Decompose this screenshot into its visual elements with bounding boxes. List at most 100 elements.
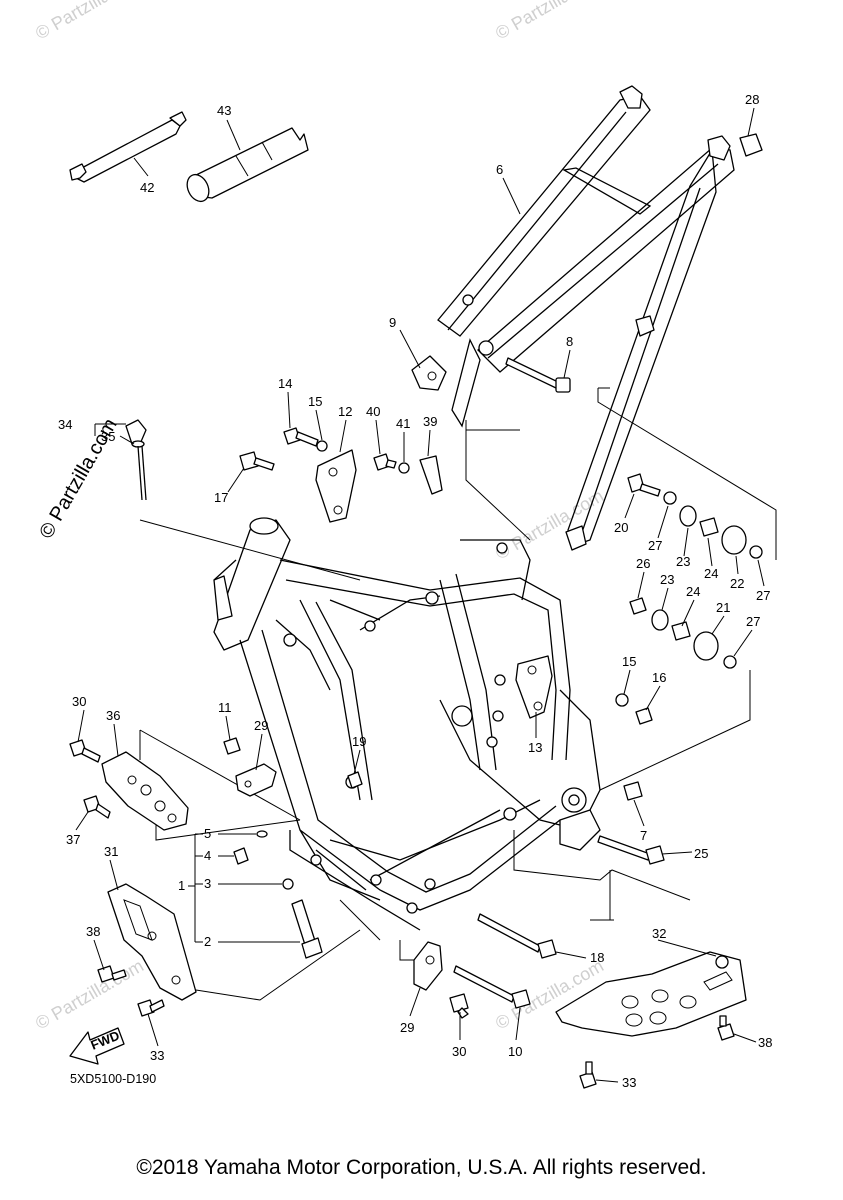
washer-15 [316, 440, 328, 452]
bracket-12 [315, 449, 357, 523]
clip-9 [411, 355, 447, 391]
bolt-25 [597, 835, 665, 865]
callout-2: 2 [204, 934, 211, 949]
callout-30a: 30 [72, 694, 86, 709]
nut-11 [223, 737, 241, 755]
callout-24b: 24 [686, 584, 700, 599]
callout-3: 3 [204, 876, 211, 891]
bolt-8 [505, 357, 571, 393]
copyright-footer: ©2018 Yamaha Motor Corporation, U.S.A. A… [136, 1156, 707, 1179]
faint-watermark: © Partzilla.com [492, 485, 607, 563]
callout-15b: 15 [622, 654, 636, 669]
guard-plate-31 [107, 883, 197, 1001]
damper-21 [693, 631, 719, 661]
bolt-40 [373, 453, 397, 471]
bolt-4 [233, 847, 249, 865]
callout-7: 7 [640, 828, 647, 843]
callout-21: 21 [716, 600, 730, 615]
callout-29a: 29 [254, 718, 268, 733]
callout-5: 5 [204, 826, 211, 841]
callout-36: 36 [106, 708, 120, 723]
callout-41: 41 [396, 416, 410, 431]
wrench-42 [69, 111, 187, 183]
bracket-13 [515, 655, 553, 719]
bolt-38a [97, 965, 127, 983]
faint-watermark: © Partzilla.com [32, 955, 147, 1033]
callout-42: 42 [140, 180, 154, 195]
callout-25: 25 [694, 846, 708, 861]
rear-subframe-6 [437, 85, 735, 551]
callout-22: 22 [730, 576, 744, 591]
bolt-7 [623, 781, 643, 801]
fwd-arrow-icon: FWD [69, 1027, 125, 1065]
bolt-37 [83, 795, 111, 819]
callout-40: 40 [366, 404, 380, 419]
cap-28 [739, 133, 763, 157]
bolt-17 [239, 451, 275, 471]
callout-35: 35 [101, 429, 115, 444]
callout-18: 18 [590, 950, 604, 965]
washer-15b [615, 693, 629, 707]
callouts: 43 42 6 28 9 8 14 15 12 40 41 39 17 34 3… [58, 92, 772, 1090]
callout-1: 1 [178, 878, 185, 893]
callout-29b: 29 [400, 1020, 414, 1035]
bracket-39 [419, 455, 443, 495]
main-frame [213, 517, 601, 931]
callout-33b: 33 [622, 1075, 636, 1090]
bracket-29a [235, 763, 277, 797]
bolt-30b [449, 993, 469, 1019]
callout-30b: 30 [452, 1044, 466, 1059]
chain-guide-36 [101, 751, 189, 831]
callout-27a: 27 [648, 538, 662, 553]
callout-19: 19 [352, 734, 366, 749]
callout-14: 14 [278, 376, 292, 391]
bolt-33a [137, 999, 165, 1017]
bracket-group-1 [188, 833, 300, 943]
callout-17: 17 [214, 490, 228, 505]
callout-27b: 27 [756, 588, 770, 603]
collar-24b [671, 621, 691, 641]
washer-41 [398, 462, 410, 474]
callout-20: 20 [614, 520, 628, 535]
washer-27b [749, 545, 763, 559]
callout-32: 32 [652, 926, 666, 941]
callout-28: 28 [745, 92, 759, 107]
faint-watermark: © Partzilla.com [492, 0, 607, 43]
dipstick-34 [125, 419, 147, 501]
callout-11: 11 [218, 700, 232, 715]
bolt-30a [69, 739, 101, 763]
faint-watermark: © Partzilla.com [32, 0, 147, 43]
leader-lines [75, 107, 765, 1083]
callout-33a: 33 [150, 1048, 164, 1063]
callout-38b: 38 [758, 1035, 772, 1050]
socket-wrench-43 [186, 127, 309, 203]
bolt-20 [627, 473, 661, 497]
stand-parts [233, 830, 323, 959]
callout-10: 10 [508, 1044, 522, 1059]
washer-27a [663, 491, 677, 505]
clip-5 [256, 830, 268, 838]
callout-23a: 23 [676, 554, 690, 569]
callout-38a: 38 [86, 924, 100, 939]
callout-24a: 24 [704, 566, 718, 581]
washer-3 [282, 878, 294, 890]
nut-26 [629, 597, 647, 615]
skid-plate-32 [555, 951, 747, 1037]
callout-15a: 15 [308, 394, 322, 409]
bolt-38b [717, 1015, 735, 1041]
callout-16: 16 [652, 670, 666, 685]
callout-23b: 23 [660, 572, 674, 587]
bolt-33b [579, 1061, 597, 1089]
callout-13: 13 [528, 740, 542, 755]
callout-6: 6 [496, 162, 503, 177]
callout-39: 39 [423, 414, 437, 429]
collar-23a [679, 505, 697, 527]
callout-31: 31 [104, 844, 118, 859]
collar-23b [651, 609, 669, 631]
callout-27c: 27 [746, 614, 760, 629]
bolt-10 [453, 965, 531, 1009]
washer-27c [723, 655, 737, 669]
reference-lines [139, 387, 777, 1001]
callout-8: 8 [566, 334, 573, 349]
